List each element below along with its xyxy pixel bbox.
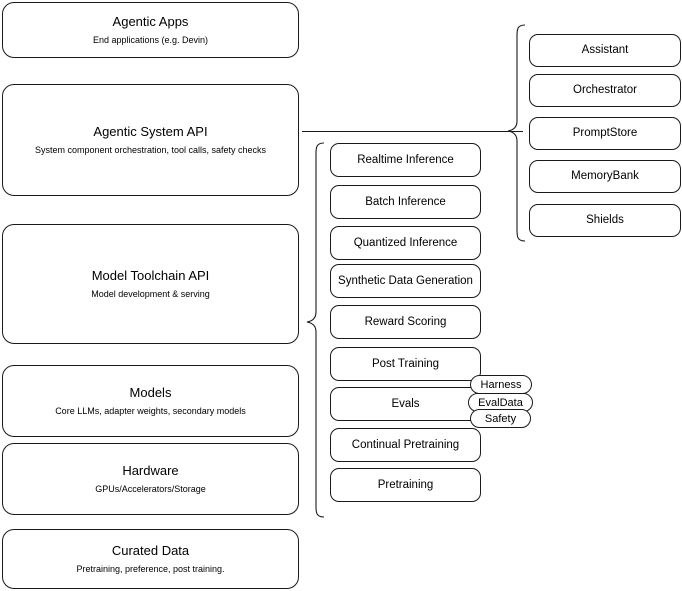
brace-toolchain-capabilities [306,142,325,518]
layer-subtitle: End applications (e.g. Devin) [92,35,209,45]
layer-curated-data[interactable]: Curated Data Pretraining, preference, po… [2,529,299,589]
capability-label: Batch Inference [365,195,446,208]
pill-label: EvalData [478,396,523,409]
layer-subtitle: Pretraining, preference, post training. [76,564,225,574]
layer-title: Curated Data [111,542,190,558]
evals-subcomponent-harness[interactable]: Harness [470,375,532,394]
component-label: PromptStore [572,127,638,140]
layer-subtitle: System component orchestration, tool cal… [34,145,267,155]
capability-reward-scoring[interactable]: Reward Scoring [330,305,481,339]
brace-system-components [507,24,526,242]
component-label: Shields [586,214,624,227]
capability-label: Realtime Inference [357,153,454,166]
component-label: MemoryBank [571,170,639,183]
component-memorybank[interactable]: MemoryBank [529,160,681,193]
component-promptstore[interactable]: PromptStore [529,117,681,150]
capability-continual-pretraining[interactable]: Continual Pretraining [330,428,481,462]
capability-label: Quantized Inference [353,236,458,249]
layer-subtitle: Model development & serving [91,289,210,299]
component-label: Orchestrator [573,84,637,97]
component-shields[interactable]: Shields [529,204,681,237]
capability-batch-inference[interactable]: Batch Inference [330,185,481,219]
pill-label: Safety [484,412,517,425]
component-label: Assistant [581,44,629,57]
capability-label: Pretraining [377,478,434,491]
layer-title: Model Toolchain API [91,267,210,283]
capability-label: Synthetic Data Generation [338,274,473,287]
layer-models[interactable]: Models Core LLMs, adapter weights, secon… [2,365,299,437]
layer-agentic-system-api[interactable]: Agentic System API System component orch… [2,84,299,196]
capability-label: Continual Pretraining [351,438,460,451]
capability-label: Reward Scoring [364,315,447,328]
layer-title: Agentic System API [93,123,208,139]
connector-line-system-api-to-components [302,131,523,132]
layer-title: Agentic Apps [112,13,189,29]
layer-model-toolchain-api[interactable]: Model Toolchain API Model development & … [2,224,299,344]
layer-title: Models [129,384,172,400]
layer-title: Hardware [122,462,179,478]
layer-subtitle: GPUs/Accelerators/Storage [95,484,206,494]
capability-realtime-inference[interactable]: Realtime Inference [330,143,481,177]
layer-agentic-apps[interactable]: Agentic Apps End applications (e.g. Devi… [2,2,299,58]
capability-label: Evals [391,397,420,410]
component-assistant[interactable]: Assistant [529,34,681,67]
capability-label: Post Training [371,357,440,370]
capability-evals[interactable]: Evals [330,387,481,421]
layer-subtitle: Core LLMs, adapter weights, secondary mo… [55,406,246,416]
component-orchestrator[interactable]: Orchestrator [529,74,681,107]
layer-hardware[interactable]: Hardware GPUs/Accelerators/Storage [2,443,299,515]
evals-subcomponent-safety[interactable]: Safety [470,409,531,428]
capability-quantized-inference[interactable]: Quantized Inference [330,226,481,260]
capability-synthetic-data-generation[interactable]: Synthetic Data Generation [330,264,481,298]
pill-label: Harness [480,378,522,391]
capability-post-training[interactable]: Post Training [330,347,481,381]
capability-pretraining[interactable]: Pretraining [330,468,481,502]
